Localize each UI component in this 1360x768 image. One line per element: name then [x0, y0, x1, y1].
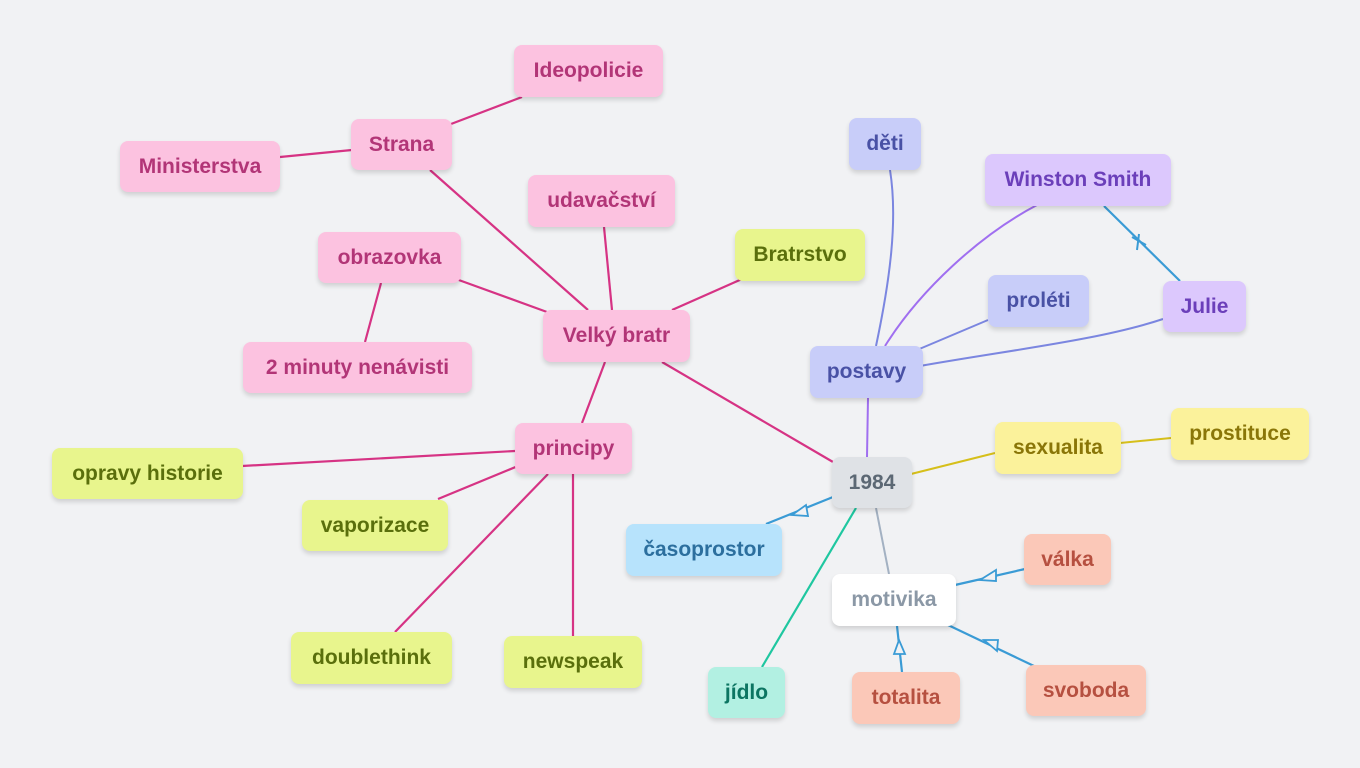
edge-velky-bratr-principy [580, 361, 607, 424]
node-postavy[interactable]: postavy [810, 346, 923, 398]
node-totalita[interactable]: totalita [852, 672, 960, 724]
edge-root-jidlo [761, 507, 857, 668]
node-vaporizace[interactable]: vaporizace [302, 500, 448, 551]
node-sexualita[interactable]: sexualita [995, 422, 1121, 474]
edge-svoboda-arrow [981, 639, 999, 653]
node-jidlo[interactable]: jídlo [708, 667, 785, 718]
node-principy[interactable]: principy [515, 423, 632, 474]
edge-postavy-winston [884, 204, 1038, 347]
edge-velky-bratr-obrazovka [455, 277, 548, 314]
node-ministerstva[interactable]: Ministerstva [120, 141, 280, 192]
node-ideopolicie[interactable]: Ideopolicie [514, 45, 663, 97]
edge-root-velky-bratr [661, 361, 834, 463]
edge-root-postavy [866, 397, 869, 458]
node-julie[interactable]: Julie [1163, 281, 1246, 332]
node-doublethink[interactable]: doublethink [291, 632, 452, 684]
edge-valka-arrow [977, 568, 997, 582]
edge-postavy-deti [875, 169, 895, 347]
node-casoprostor[interactable]: časoprostor [626, 524, 782, 576]
edge-principy-doublethink [394, 473, 549, 633]
node-bratrstvo[interactable]: Bratrstvo [735, 229, 865, 281]
edge-sexualita-prostituce [1119, 437, 1172, 444]
edge-principy-vaporizace [437, 464, 519, 501]
edge-velky-bratr-strana [429, 169, 589, 311]
node-dve-minuty-nenavisti[interactable]: 2 minuty nenávisti [243, 342, 472, 393]
node-motivika[interactable]: motivika [832, 574, 956, 626]
node-newspeak[interactable]: newspeak [504, 636, 642, 688]
edge-root-sexualita [910, 452, 996, 475]
edge-postavy-julie [919, 318, 1164, 367]
node-proleti[interactable]: proléti [988, 275, 1089, 327]
root-node-1984[interactable]: 1984 [832, 457, 912, 508]
edge-totalita-arrow [892, 637, 907, 655]
node-deti[interactable]: děti [849, 118, 921, 170]
edge-velky-bratr-bratrstvo [671, 277, 743, 312]
node-opravy-historie[interactable]: opravy historie [52, 448, 243, 499]
edge-principy-opravy [241, 449, 516, 468]
edge-root-motivika [875, 507, 890, 575]
edge-velky-bratr-udavacstvi [602, 226, 614, 311]
node-obrazovka[interactable]: obrazovka [318, 232, 461, 283]
node-strana[interactable]: Strana [351, 119, 452, 170]
edge-obrazovka-dve-minuty [363, 282, 383, 343]
node-svoboda[interactable]: svoboda [1026, 665, 1146, 716]
edge-strana-ministerstva [279, 148, 353, 159]
edge-postavy-proleti [916, 319, 989, 351]
node-prostituce[interactable]: prostituce [1171, 408, 1309, 460]
node-udavacstvi[interactable]: udavačství [528, 175, 675, 227]
edge-strana-ideopolicie [450, 95, 523, 126]
edge-casoprostor-arrow [789, 503, 810, 517]
node-valka[interactable]: válka [1024, 534, 1111, 585]
node-velky-bratr[interactable]: Velký bratr [543, 310, 690, 362]
node-winston-smith[interactable]: Winston Smith [985, 154, 1171, 206]
edge-winston-julie-marker [1131, 233, 1147, 251]
